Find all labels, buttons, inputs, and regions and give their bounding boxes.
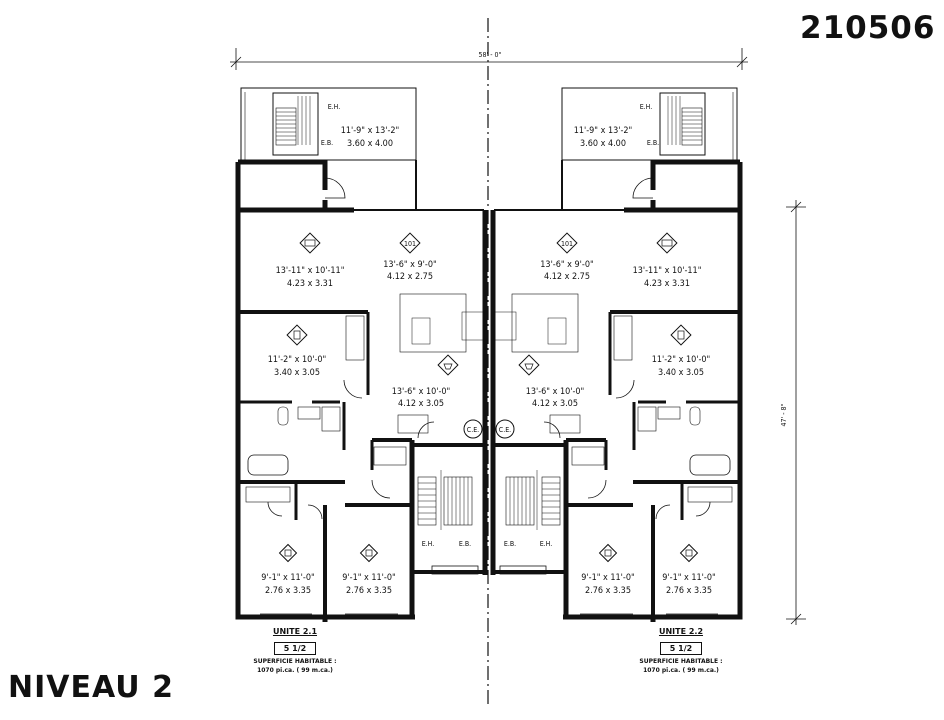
living-left-metric: 4.23 x 3.31 bbox=[287, 279, 333, 289]
balcony-right-metric: 3.60 x 4.00 bbox=[580, 139, 626, 149]
unit-2-2-walls bbox=[490, 87, 743, 622]
bedroom-icon bbox=[278, 543, 298, 563]
unit-2-2-summary: UNITE 2.2 5 1/2 SUPERFICIE HABITABLE : 1… bbox=[616, 627, 746, 675]
bedroom-r2-metric: 2.76 x 3.35 bbox=[666, 586, 712, 596]
electrical-closet-markers bbox=[463, 419, 515, 439]
depth-dimension bbox=[786, 200, 806, 625]
unit-type: 5 1/2 bbox=[273, 642, 317, 655]
hot-water-tag: E.H. bbox=[422, 540, 435, 548]
bedroom-l2-metric: 2.76 x 3.35 bbox=[346, 586, 392, 596]
living-left-imperial: 13'-11" x 10'-11" bbox=[276, 266, 345, 276]
kitchen-right-imperial: 13'-6" x 10'-0" bbox=[526, 387, 585, 397]
kitchen-left-metric: 4.12 x 3.05 bbox=[398, 399, 444, 409]
hot-water-tag: E.H. bbox=[540, 540, 553, 548]
bedroom-l2-imperial: 9'-1" x 11'-0" bbox=[342, 573, 395, 583]
depth-dimension-label: 47' - 8" bbox=[780, 403, 788, 426]
area-value: 1070 pi.ca. ( 99 m.ca.) bbox=[643, 667, 719, 674]
office-left-metric: 3.40 x 3.05 bbox=[274, 368, 320, 378]
cold-water-tag: E.B. bbox=[321, 139, 333, 147]
area-label: SUPERFICIE HABITABLE : bbox=[639, 658, 723, 665]
balcony-right-imperial: 11'-9" x 13'-2" bbox=[574, 126, 633, 136]
bedroom-icon bbox=[679, 543, 699, 563]
hot-water-tag: E.H. bbox=[328, 103, 341, 111]
kitchen-icon bbox=[518, 354, 540, 376]
unit-name: UNITE 2.2 bbox=[658, 627, 704, 636]
kitchen-icon bbox=[437, 354, 459, 376]
kitchen-left-imperial: 13'-6" x 10'-0" bbox=[392, 387, 451, 397]
living-right-metric: 4.23 x 3.31 bbox=[644, 279, 690, 289]
cold-water-tag: E.B. bbox=[459, 540, 471, 548]
unit-2-1-walls bbox=[235, 87, 488, 622]
area-label: SUPERFICIE HABITABLE : bbox=[253, 658, 337, 665]
bedroom-r1-metric: 2.76 x 3.35 bbox=[585, 586, 631, 596]
cold-water-tag: E.B. bbox=[504, 540, 516, 548]
dining-icon: 101 bbox=[556, 232, 578, 254]
bedroom-r2-imperial: 9'-1" x 11'-0" bbox=[662, 573, 715, 583]
bedroom-icon bbox=[359, 543, 379, 563]
balcony-left-imperial: 11'-9" x 13'-2" bbox=[341, 126, 400, 136]
dining-left-imperial: 13'-6" x 9'-0" bbox=[383, 260, 436, 270]
bedroom-icon bbox=[598, 543, 618, 563]
living-right-imperial: 13'-11" x 10'-11" bbox=[633, 266, 702, 276]
area-value: 1070 pi.ca. ( 99 m.ca.) bbox=[257, 667, 333, 674]
kitchen-right-metric: 4.12 x 3.05 bbox=[532, 399, 578, 409]
unit-name: UNITE 2.1 bbox=[272, 627, 318, 636]
width-dimension-label: 58' - 0" bbox=[479, 51, 502, 59]
dining-right-imperial: 13'-6" x 9'-0" bbox=[540, 260, 593, 270]
dining-icon: 101 bbox=[399, 232, 421, 254]
living-icon bbox=[656, 232, 678, 254]
office-icon bbox=[286, 324, 308, 346]
living-icon bbox=[299, 232, 321, 254]
bedroom-l1-metric: 2.76 x 3.35 bbox=[265, 586, 311, 596]
electrical-closet-tag: C.E. bbox=[467, 426, 479, 434]
width-dimension bbox=[230, 48, 748, 70]
cold-water-tag: E.B. bbox=[647, 139, 659, 147]
bedroom-l1-imperial: 9'-1" x 11'-0" bbox=[261, 573, 314, 583]
level-title: NIVEAU 2 bbox=[8, 670, 174, 705]
electrical-closet-tag: C.E. bbox=[499, 426, 511, 434]
office-right-metric: 3.40 x 3.05 bbox=[658, 368, 704, 378]
office-icon bbox=[670, 324, 692, 346]
hot-water-tag: E.H. bbox=[640, 103, 653, 111]
plan-number: 210506 bbox=[800, 10, 936, 46]
balcony-left-metric: 3.60 x 4.00 bbox=[347, 139, 393, 149]
dining-left-metric: 4.12 x 2.75 bbox=[387, 272, 433, 282]
svg-text:101: 101 bbox=[561, 240, 573, 248]
bedroom-r1-imperial: 9'-1" x 11'-0" bbox=[581, 573, 634, 583]
unit-type: 5 1/2 bbox=[659, 642, 703, 655]
office-right-imperial: 11'-2" x 10'-0" bbox=[652, 355, 711, 365]
unit-2-1-summary: UNITE 2.1 5 1/2 SUPERFICIE HABITABLE : 1… bbox=[230, 627, 360, 675]
room-icons: 101 101 bbox=[278, 232, 699, 563]
dining-right-metric: 4.12 x 2.75 bbox=[544, 272, 590, 282]
office-left-imperial: 11'-2" x 10'-0" bbox=[268, 355, 327, 365]
svg-text:101: 101 bbox=[404, 240, 416, 248]
